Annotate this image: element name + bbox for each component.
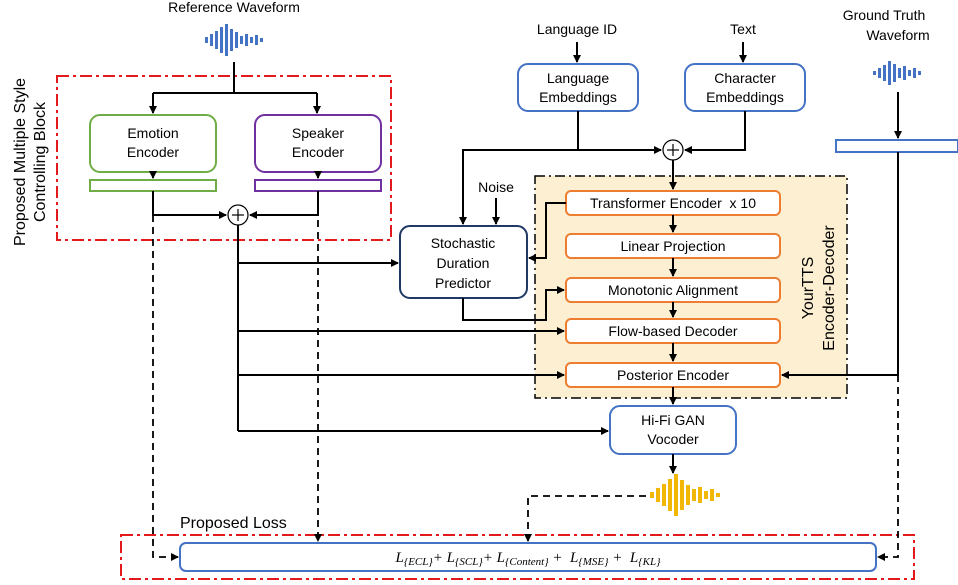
speaker-encoder-label-1: Speaker xyxy=(292,125,344,141)
plus-circle-embeddings xyxy=(662,139,684,161)
loss-term-mse-sub: {MSE} xyxy=(578,556,609,568)
loss-term-scl: L xyxy=(446,550,455,566)
speaker-encoder-label-2: Encoder xyxy=(292,144,344,160)
loss-term-content: L xyxy=(496,550,505,566)
style-block-label-1: Proposed Multiple Style xyxy=(12,78,29,246)
yourtts-label-2: Encoder-Decoder xyxy=(821,225,838,351)
flow-decoder-label: Flow-based Decoder xyxy=(608,323,738,339)
ground-truth-label-2: Waveform xyxy=(866,27,929,43)
loss-term-ecl-sub: {ECL} xyxy=(404,556,434,568)
loss-op-2: + xyxy=(483,550,493,566)
language-embeddings-label-1: Language xyxy=(547,70,610,86)
loss-op-3: + xyxy=(549,550,567,566)
loss-op-1: + xyxy=(433,550,443,566)
style-block-label-2: Controlling Block xyxy=(32,101,49,222)
language-id-label: Language ID xyxy=(537,21,617,37)
duration-predictor-label-1: Stochastic xyxy=(431,235,496,251)
duration-predictor-label-2: Duration xyxy=(437,255,490,271)
noise-label: Noise xyxy=(478,179,514,195)
loss-term-ecl: L xyxy=(394,550,403,566)
transformer-encoder-label: Transformer Encoder x 10 xyxy=(590,195,756,211)
loss-term-mse: L xyxy=(569,550,578,566)
duration-predictor-label-3: Predictor xyxy=(435,275,491,291)
loss-term-scl-sub: {SCL} xyxy=(455,556,483,568)
generated-waveform-icon xyxy=(650,474,720,516)
monotonic-alignment-label: Monotonic Alignment xyxy=(608,282,738,298)
emotion-encoder-label-2: Encoder xyxy=(127,144,179,160)
speaker-embedding-bar xyxy=(254,179,382,192)
style-block-region xyxy=(56,75,392,241)
character-embeddings-label-2: Embeddings xyxy=(706,89,784,105)
posterior-encoder-label: Posterior Encoder xyxy=(617,367,729,383)
yourtts-label-1: YourTTS xyxy=(800,257,817,320)
ground-truth-embedding-bar xyxy=(835,139,958,153)
loss-region xyxy=(120,534,915,580)
loss-term-kl: L xyxy=(629,550,638,566)
dashed-connectors xyxy=(152,191,899,561)
vocoder-label-1: Hi-Fi GAN xyxy=(641,412,705,428)
reference-waveform-label: Reference Waveform xyxy=(168,0,300,15)
loss-term-content-sub: {Content} xyxy=(505,556,549,568)
ground-truth-waveform-icon xyxy=(873,61,921,85)
character-embeddings-label-1: Character xyxy=(714,70,776,86)
loss-formula: L{ECL}+ L{SCL}+ L{Content} + L{MSE} + L{… xyxy=(394,550,661,568)
loss-box xyxy=(179,542,877,572)
loss-term-kl-sub: {KL} xyxy=(638,556,661,568)
loss-op-4: + xyxy=(609,550,627,566)
emotion-embedding-bar xyxy=(89,179,217,192)
plus-circle-style xyxy=(227,204,249,226)
language-embeddings-label-2: Embeddings xyxy=(539,89,617,105)
linear-projection-label: Linear Projection xyxy=(620,238,725,254)
ground-truth-label-1: Ground Truth xyxy=(843,7,926,23)
text-input-label: Text xyxy=(730,21,756,37)
emotion-encoder-label-1: Emotion xyxy=(127,125,178,141)
reference-waveform-icon xyxy=(205,24,263,56)
vocoder-label-2: Vocoder xyxy=(647,431,699,447)
proposed-loss-label: Proposed Loss xyxy=(180,515,287,532)
